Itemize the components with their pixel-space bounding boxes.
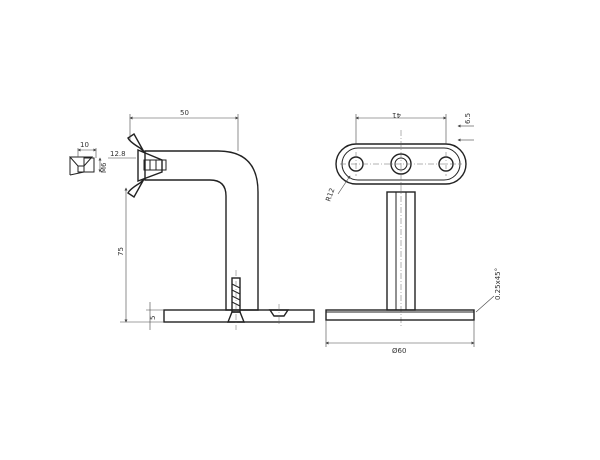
front-base-plate xyxy=(325,309,475,321)
screw-detail: 10 M6 xyxy=(68,141,108,176)
saddle-plate xyxy=(335,143,467,185)
plate-thk-label: 5 xyxy=(149,316,157,320)
screw-length-label: 10 xyxy=(80,141,89,149)
plate-countersink-hole xyxy=(268,309,290,317)
side-width-label: 50 xyxy=(180,109,189,117)
rod-end-screw xyxy=(143,159,167,171)
hole-spacing-label: 41 xyxy=(392,111,401,119)
front-view: 41 6.5 R12 0.25x45° Ø60 xyxy=(324,111,502,355)
side-view: 50 12.8 75 5 xyxy=(108,109,315,330)
head-dia-label: 12.8 xyxy=(110,150,126,158)
chamfer-label: 0.25x45° xyxy=(494,268,502,300)
plate-thickness-label: 6.5 xyxy=(464,113,472,124)
rod-end-cup xyxy=(127,132,145,153)
base-width-label: Ø60 xyxy=(392,347,406,355)
screw-shank-body xyxy=(83,157,95,173)
screw-shank xyxy=(77,165,85,173)
radius-label: R12 xyxy=(324,187,336,203)
screw-dia-label: M6 xyxy=(100,162,108,173)
side-height-label: 75 xyxy=(117,247,125,256)
handrail-rod-section xyxy=(144,150,259,311)
